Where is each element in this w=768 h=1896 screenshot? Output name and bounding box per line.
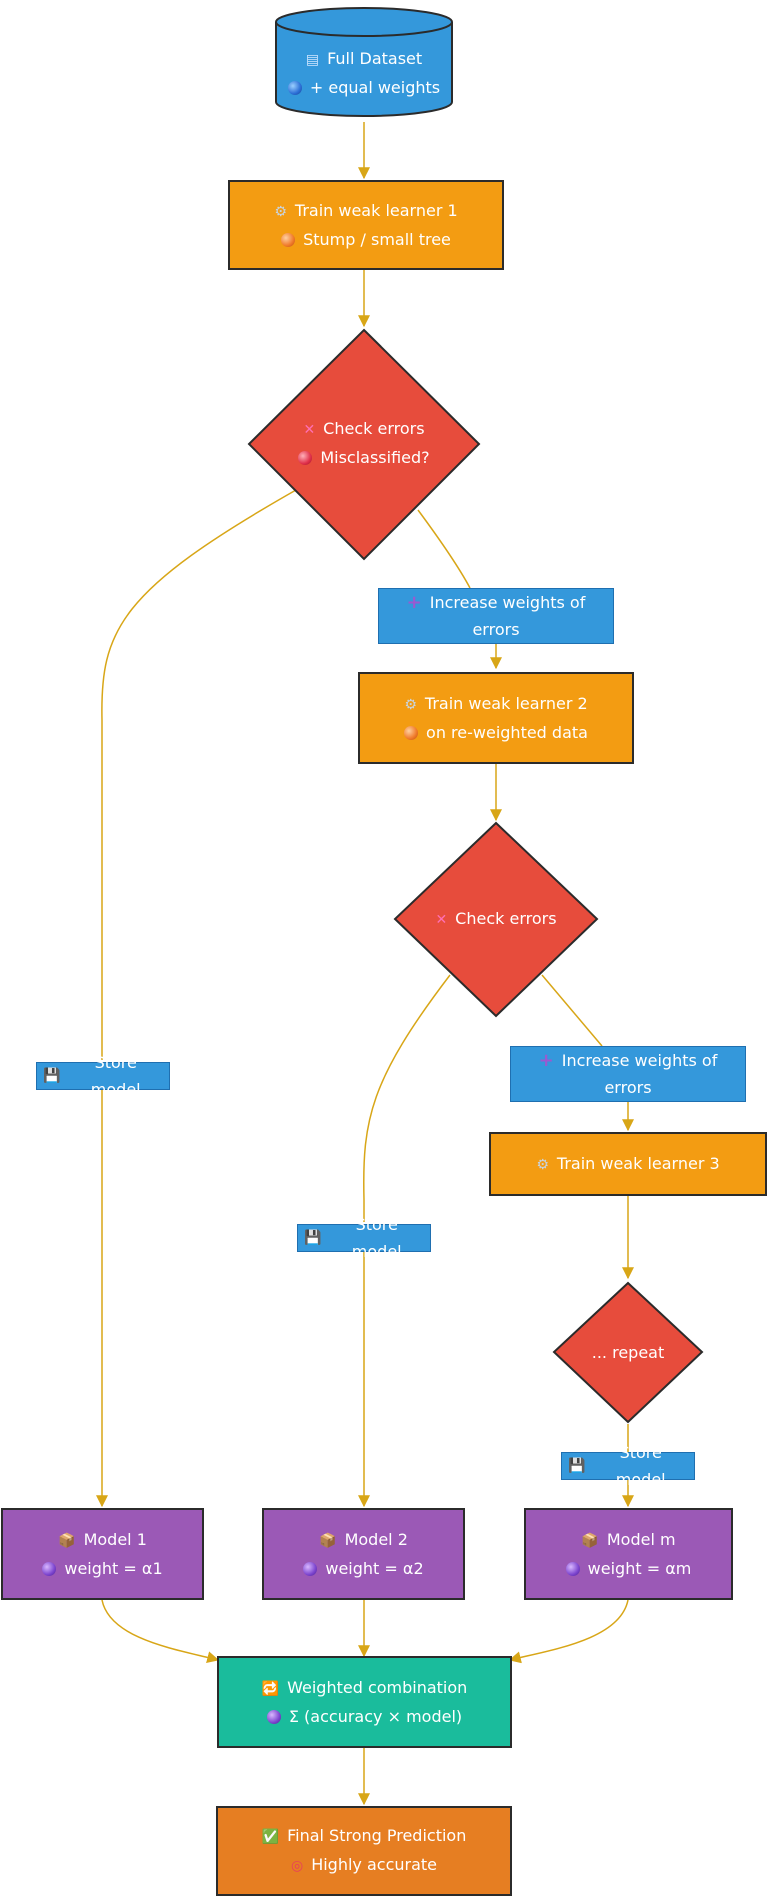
store-model-1-label: 💾 Store model bbox=[36, 1053, 170, 1099]
train2-title: Train weak learner 2 bbox=[424, 694, 588, 713]
modelm-title: Model m bbox=[606, 1530, 676, 1549]
package-icon: 📦 bbox=[581, 1533, 599, 1549]
edge-check1-inc1 bbox=[417, 509, 471, 589]
purple-ball-icon bbox=[266, 1710, 281, 1724]
model2-title: Model 2 bbox=[344, 1530, 408, 1549]
weighted-combination-node: 🔁 Weighted combination Σ (accuracy × mode… bbox=[217, 1656, 512, 1748]
check1-subtitle: Misclassified? bbox=[320, 448, 430, 467]
dataset-node: ▤ Full Dataset + equal weights bbox=[276, 40, 452, 106]
model1-title: Model 1 bbox=[83, 1530, 147, 1549]
final-subtitle: Highly accurate bbox=[311, 1855, 438, 1874]
check2-diamond bbox=[393, 821, 599, 1018]
edge-check2-inc2 bbox=[541, 974, 603, 1047]
purple-ball-icon bbox=[42, 1562, 57, 1576]
floppy-disk-icon: 💾 bbox=[43, 1067, 61, 1084]
purple-ball-icon bbox=[565, 1562, 580, 1576]
check2-title: Check errors bbox=[455, 908, 557, 928]
check-mark-icon: ✅ bbox=[261, 1829, 280, 1845]
model-2-node: 📦 Model 2 weight = α2 bbox=[262, 1508, 465, 1600]
floppy-disk-icon: 💾 bbox=[568, 1457, 586, 1474]
increase-weights-1-label: + Increase weights of errors bbox=[378, 588, 614, 644]
modelm-weight: weight = αm bbox=[587, 1559, 692, 1578]
edge-modelm-combine bbox=[508, 1599, 629, 1664]
increase-weights-2-label: + Increase weights of errors bbox=[510, 1046, 746, 1102]
model2-weight: weight = α2 bbox=[325, 1559, 424, 1578]
inc1-line2: errors bbox=[472, 620, 520, 639]
train3-title: Train weak learner 3 bbox=[556, 1153, 720, 1173]
final-prediction-node: ✅ Final Strong Prediction ◎ Highly accurat… bbox=[216, 1806, 512, 1896]
cross-icon: ✕ bbox=[435, 911, 448, 928]
repeat-arrows-icon: 🔁 bbox=[261, 1681, 280, 1697]
dataset-cylinder bbox=[275, 7, 453, 117]
dataset-subtitle: + equal weights bbox=[309, 78, 441, 97]
check-errors-2-node: ✕ Check errors bbox=[406, 904, 586, 934]
check1-diamond bbox=[247, 328, 481, 561]
train-learner-1-node: ⚙ Train weak learner 1 Stump / small tree bbox=[228, 180, 504, 270]
repeat-label: ... repeat bbox=[591, 1342, 665, 1362]
edge-check2-store2 bbox=[363, 974, 451, 1222]
model1-weight: weight = α1 bbox=[64, 1559, 163, 1578]
gear-icon: ⚙ bbox=[274, 204, 287, 220]
orange-ball-icon bbox=[404, 726, 419, 740]
gear-icon: ⚙ bbox=[536, 1156, 549, 1173]
store-model-3-label: 💾 Store model bbox=[561, 1443, 695, 1489]
combine-title: Weighted combination bbox=[287, 1678, 468, 1697]
inc2-line1: Increase weights of bbox=[561, 1051, 718, 1070]
store-model-2-label: 💾 Store model bbox=[297, 1215, 431, 1261]
purple-ball-icon bbox=[303, 1562, 318, 1576]
cross-icon: ✕ bbox=[303, 422, 316, 438]
train-learner-3-node: ⚙ Train weak learner 3 bbox=[489, 1132, 767, 1196]
combine-formula: Σ (accuracy × model) bbox=[288, 1707, 463, 1726]
database-icon: ▤ bbox=[305, 52, 320, 68]
red-ball-icon bbox=[298, 451, 313, 465]
orange-ball-icon bbox=[281, 233, 296, 247]
train1-title: Train weak learner 1 bbox=[294, 201, 458, 220]
inc2-line2: errors bbox=[604, 1078, 652, 1097]
check1-title: Check errors bbox=[323, 419, 425, 438]
train2-subtitle: on re-weighted data bbox=[426, 723, 588, 742]
train-learner-2-node: ⚙ Train weak learner 2 on re-weighted dat… bbox=[358, 672, 634, 764]
gear-icon: ⚙ bbox=[404, 697, 417, 713]
package-icon: 📦 bbox=[319, 1533, 337, 1549]
model-1-node: 📦 Model 1 weight = α1 bbox=[1, 1508, 204, 1600]
blue-ball-icon bbox=[287, 81, 302, 95]
store1-label: Store model bbox=[90, 1053, 141, 1099]
floppy-disk-icon: 💾 bbox=[304, 1229, 322, 1246]
plus-icon: + bbox=[538, 1050, 554, 1071]
repeat-diamond bbox=[552, 1281, 704, 1424]
edge-model1-combine bbox=[101, 1599, 220, 1664]
inc1-line1: Increase weights of bbox=[429, 593, 586, 612]
final-title: Final Strong Prediction bbox=[287, 1826, 467, 1845]
plus-icon: + bbox=[406, 592, 422, 613]
repeat-node: ... repeat bbox=[568, 1337, 688, 1367]
store2-label: Store model bbox=[351, 1215, 402, 1261]
dataset-title: Full Dataset bbox=[327, 49, 423, 68]
target-icon: ◎ bbox=[290, 1858, 304, 1874]
model-m-node: 📦 Model m weight = αm bbox=[524, 1508, 733, 1600]
store3-label: Store model bbox=[615, 1443, 666, 1489]
train1-subtitle: Stump / small tree bbox=[303, 230, 451, 249]
check-errors-1-node: ✕ Check errors Misclassified? bbox=[264, 410, 464, 476]
package-icon: 📦 bbox=[58, 1533, 76, 1549]
edge-check1-store1 bbox=[101, 489, 297, 1060]
